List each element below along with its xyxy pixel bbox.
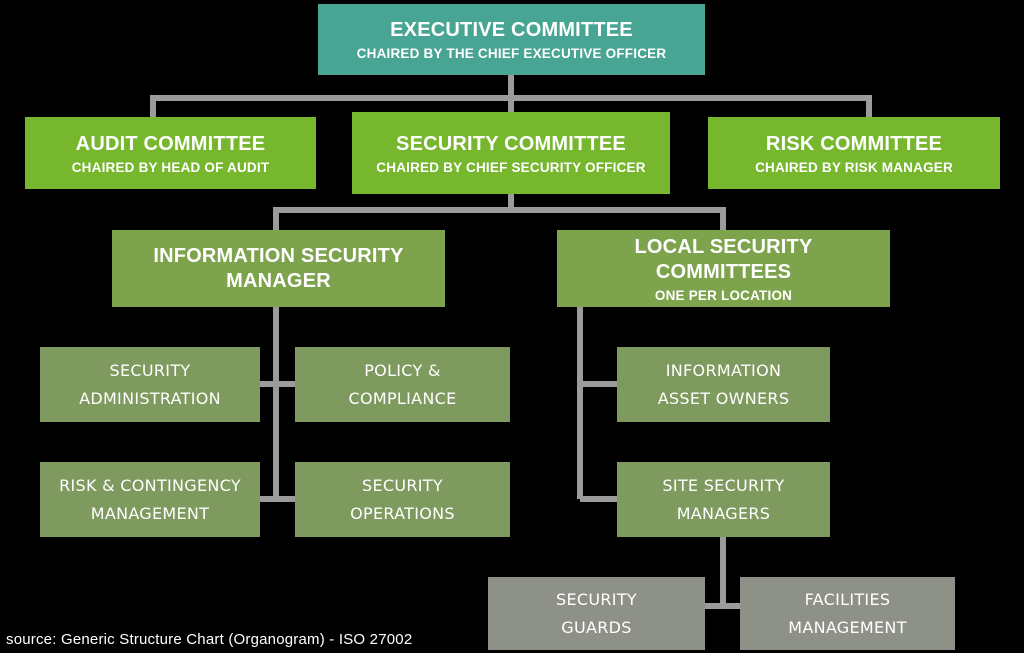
connector-lsc-row1-stub — [580, 381, 620, 387]
connector-executive-drop — [508, 75, 514, 98]
connector-risk-drop — [866, 98, 872, 118]
node-executive-committee: EXECUTIVE COMMITTEE CHAIRED BY THE CHIEF… — [318, 4, 705, 75]
node-site-security-managers: SITE SECURITY MANAGERS — [617, 462, 830, 537]
node-label: SECURITY OPERATIONS — [350, 475, 455, 523]
node-title: SECURITY COMMITTEE — [396, 132, 626, 155]
node-label: POLICY & COMPLIANCE — [348, 360, 457, 408]
connector-level2-hbar — [273, 207, 726, 213]
node-subtitle: CHAIRED BY THE CHIEF EXECUTIVE OFFICER — [356, 46, 667, 61]
node-security-guards: SECURITY GUARDS — [488, 577, 705, 650]
node-subtitle: CHAIRED BY RISK MANAGER — [755, 159, 953, 175]
node-label: SECURITY GUARDS — [556, 589, 637, 637]
node-subtitle: ONE PER LOCATION — [654, 287, 793, 303]
node-risk-contingency-management: RISK & CONTINGENCY MANAGEMENT — [40, 462, 260, 537]
node-subtitle: CHAIRED BY HEAD OF AUDIT — [71, 159, 270, 175]
node-information-asset-owners: INFORMATION ASSET OWNERS — [617, 347, 830, 422]
node-label: INFORMATION ASSET OWNERS — [657, 360, 790, 408]
node-title: RISK COMMITTEE — [765, 132, 943, 155]
node-title: LOCAL SECURITY COMMITTEES — [634, 235, 813, 283]
connector-ism-row1-cross — [257, 381, 298, 387]
node-security-committee: SECURITY COMMITTEE CHAIRED BY CHIEF SECU… — [352, 112, 670, 194]
connector-lsc-spine — [577, 307, 583, 499]
node-facilities-management: FACILITIES MANAGEMENT — [740, 577, 955, 650]
connector-security-drop — [508, 98, 514, 113]
connector-audit-drop — [150, 98, 156, 118]
node-subtitle: CHAIRED BY CHIEF SECURITY OFFICER — [376, 159, 646, 175]
connector-bottom-cross — [702, 603, 743, 609]
node-audit-committee: AUDIT COMMITTEE CHAIRED BY HEAD OF AUDIT — [25, 117, 316, 189]
node-information-security-manager: INFORMATION SECURITY MANAGER — [112, 230, 445, 307]
node-label: RISK & CONTINGENCY MANAGEMENT — [59, 475, 241, 523]
node-title: INFORMATION SECURITY MANAGER — [153, 244, 404, 292]
connector-ism-drop — [273, 210, 279, 231]
node-security-administration: SECURITY ADMINISTRATION — [40, 347, 260, 422]
connector-sitesec-drop — [720, 537, 726, 609]
node-local-security-committees: LOCAL SECURITY COMMITTEES ONE PER LOCATI… — [557, 230, 890, 307]
connector-lsc-drop — [720, 210, 726, 231]
node-label: FACILITIES MANAGEMENT — [788, 589, 907, 637]
connector-ism-row2-cross — [257, 496, 298, 502]
connector-ism-spine — [273, 307, 279, 499]
node-title: EXECUTIVE COMMITTEE — [390, 19, 633, 41]
node-title: AUDIT COMMITTEE — [75, 132, 266, 155]
node-label: SECURITY ADMINISTRATION — [79, 360, 221, 408]
connector-security-out — [508, 194, 514, 210]
node-security-operations: SECURITY OPERATIONS — [295, 462, 510, 537]
connector-lsc-row2-stub — [580, 496, 620, 502]
source-note: source: Generic Structure Chart (Organog… — [6, 631, 413, 648]
node-risk-committee: RISK COMMITTEE CHAIRED BY RISK MANAGER — [708, 117, 1000, 189]
node-policy-compliance: POLICY & COMPLIANCE — [295, 347, 510, 422]
node-label: SITE SECURITY MANAGERS — [662, 475, 785, 523]
